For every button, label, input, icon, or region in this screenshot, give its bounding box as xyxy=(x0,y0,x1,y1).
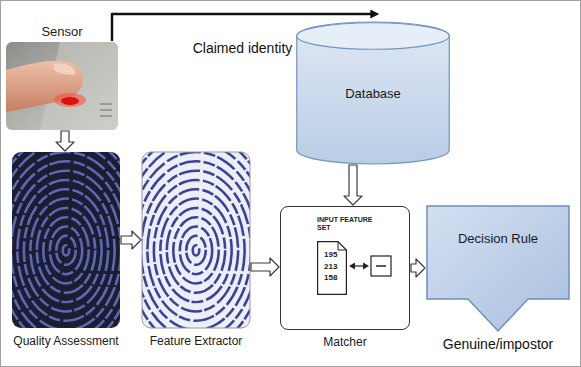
fingerprint-image: Quality Assessment xyxy=(12,152,120,328)
node-caption: Quality Assessment xyxy=(13,334,118,348)
feature-set-document: 195 213 158 xyxy=(317,241,347,295)
document-outline xyxy=(318,242,347,295)
fingerprint-image: Feature Extractor xyxy=(142,152,250,328)
database-cylinder: Database xyxy=(296,22,450,164)
node-label: Database xyxy=(345,86,401,101)
edge-label: Claimed identity xyxy=(190,40,296,56)
flow-arrow xyxy=(121,231,141,249)
node-label: Decision Rule xyxy=(458,231,538,246)
document-fold xyxy=(338,242,346,250)
matcher-box: INPUT FEATURE SETMatcher195 213 158 xyxy=(280,206,410,330)
flow-arrow xyxy=(251,258,279,276)
arrowdown-outline xyxy=(426,205,570,333)
sensor-image: Sensor xyxy=(6,42,118,130)
enhanced-fingerprint xyxy=(142,152,250,328)
feature-set-title: INPUT FEATURE SET xyxy=(317,216,373,233)
decision-rule-arrow: Decision Rule xyxy=(426,205,570,333)
template-compare-symbol xyxy=(349,256,391,276)
raw-fingerprint xyxy=(12,152,120,328)
cylinder-body xyxy=(297,22,450,164)
node-caption: Matcher xyxy=(323,335,366,349)
sensor-photo xyxy=(6,42,118,130)
node-caption: Sensor xyxy=(41,24,82,39)
image-frame xyxy=(142,152,250,328)
node-caption: Feature Extractor xyxy=(150,334,243,348)
cylinder-top xyxy=(297,23,450,50)
feature-values: 195 213 158 xyxy=(324,249,340,284)
flow-arrow xyxy=(344,165,362,205)
flow-arrow xyxy=(411,259,425,277)
decision-outcome: Genuine/impostor xyxy=(440,336,557,352)
arrow-shape xyxy=(427,206,569,331)
flow-arrow xyxy=(56,131,74,151)
